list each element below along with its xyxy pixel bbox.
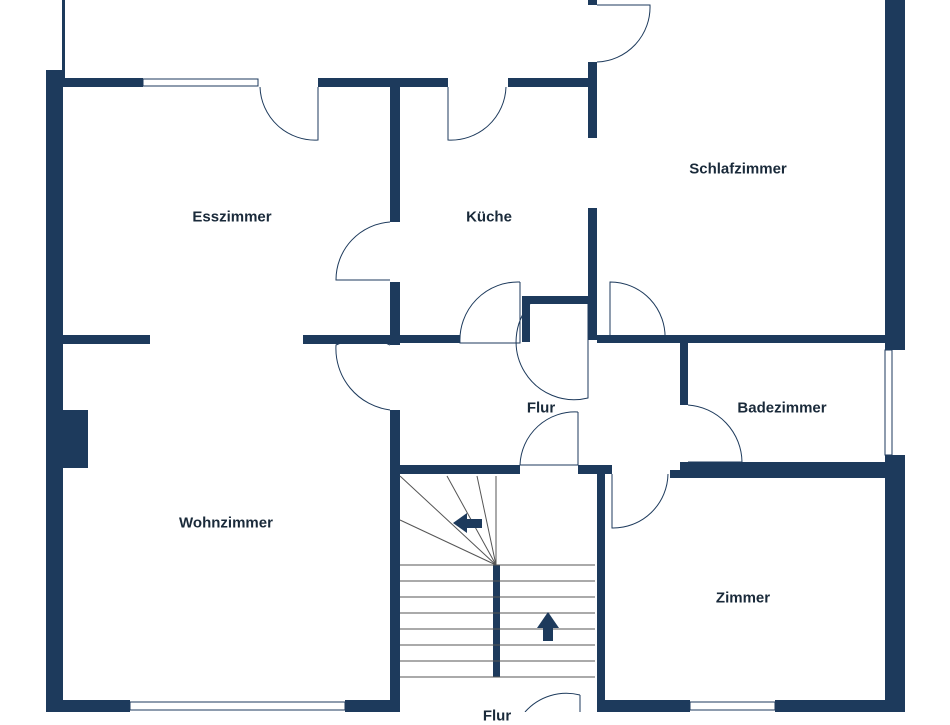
room-label-wohnzimmer: Wohnzimmer: [179, 514, 273, 532]
room-label-kueche: Küche: [466, 208, 512, 226]
room-label-esszimmer: Esszimmer: [192, 208, 272, 226]
room-label-flur: Flur: [526, 399, 556, 417]
stair-arrow-up-icon: [537, 612, 559, 641]
stair-arrow-left-icon: [453, 513, 482, 533]
room-label-badezimmer: Badezimmer: [737, 399, 827, 417]
room-label-flur-lower: Flur: [482, 707, 512, 725]
room-label-zimmer: Zimmer: [715, 589, 771, 607]
doors: [259, 4, 743, 712]
walls: [46, 0, 905, 712]
room-label-schlafzimmer: Schlafzimmer: [689, 160, 787, 178]
